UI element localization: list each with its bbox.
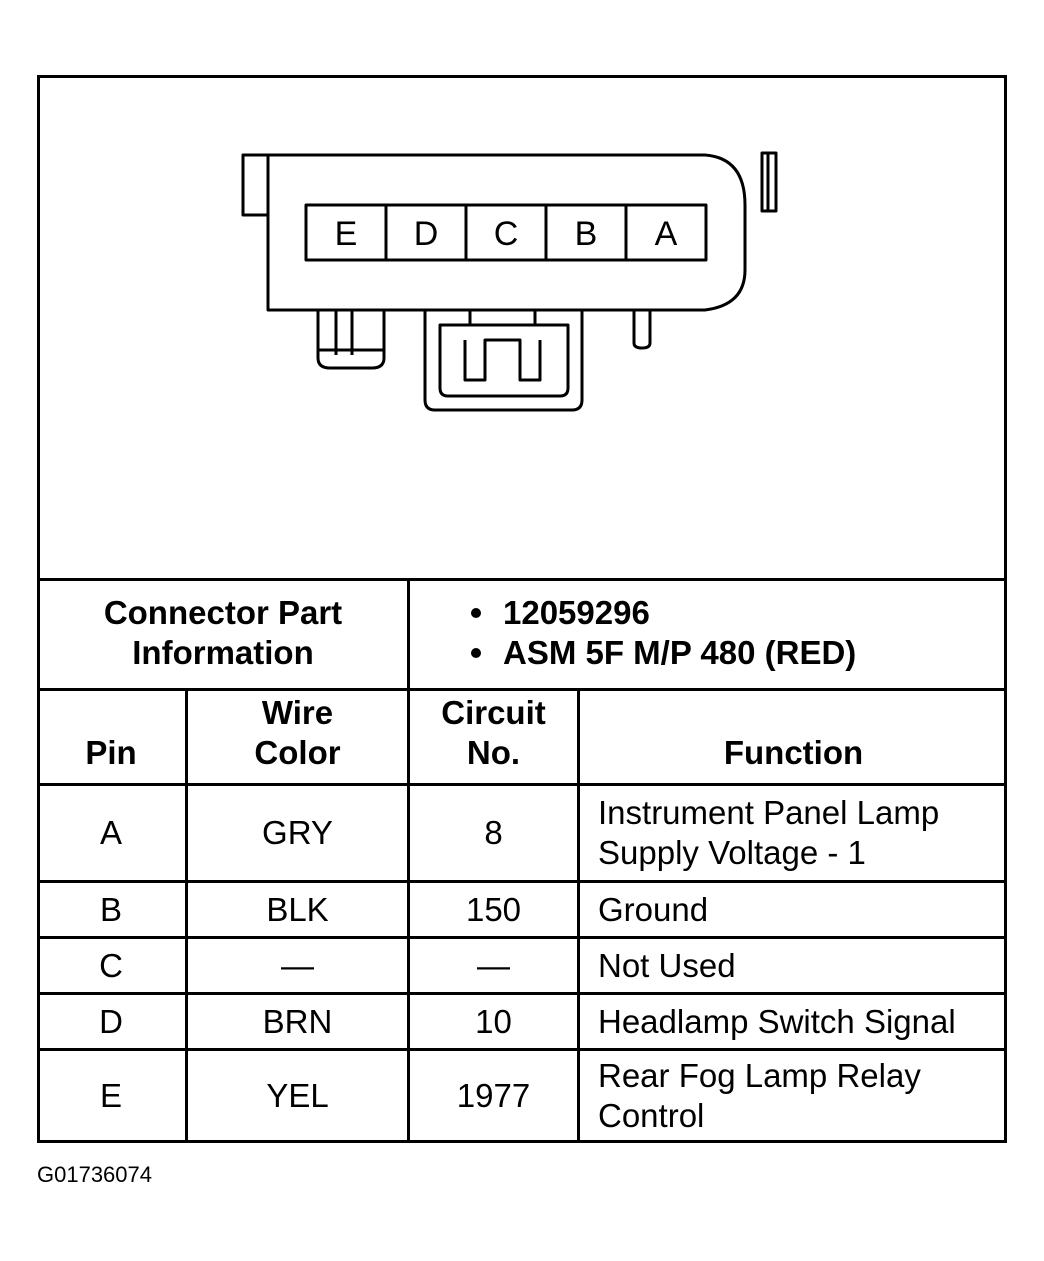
pin-label-c: C: [494, 215, 519, 253]
row-e-circuit: 1977: [456, 1076, 531, 1114]
part-info-section: Connector Part Information 12059296 ASM …: [37, 578, 1007, 688]
row-c-pin: C: [99, 946, 123, 984]
connector-drawing: E D C B A: [241, 151, 778, 412]
diagram-frame: [37, 75, 1007, 1143]
pin-label-d: D: [414, 215, 439, 253]
assembly-line: ASM 5F M/P 480 (RED): [471, 633, 1007, 673]
header-pin: Pin: [85, 734, 137, 771]
row-d-function: Headlamp Switch Signal: [598, 1002, 956, 1040]
pin-cavity-box: [304, 203, 708, 262]
pin-label-e: E: [335, 215, 358, 253]
part-number: 12059296: [503, 594, 650, 631]
connector-body: [266, 153, 747, 312]
connector-left-tab: [241, 153, 270, 217]
pin-label-b: B: [575, 215, 598, 253]
figure-id-caption: G01736074: [37, 1162, 152, 1187]
bullet-icon: [471, 608, 481, 618]
row-d-wire: BRN: [262, 1002, 333, 1040]
row-b-pin: B: [99, 890, 122, 928]
connector-right-post: [632, 310, 652, 350]
row-b-wire: BLK: [266, 890, 329, 928]
connector-left-latch: [316, 310, 386, 370]
row-c-function: Not Used: [598, 946, 736, 984]
row-b-function: Ground: [598, 890, 709, 928]
row-a-circuit: 8: [484, 814, 503, 851]
row-a-wire: GRY: [262, 814, 333, 851]
row-c-wire: —: [281, 946, 314, 984]
bullet-icon: [471, 648, 481, 658]
connector-lock-housing: [423, 310, 584, 412]
part-info-label-line1: Connector Part: [103, 594, 343, 631]
row-e-wire: YEL: [266, 1076, 329, 1114]
row-e-pin: E: [99, 1076, 122, 1114]
part-info-label-line2: Information: [132, 634, 314, 671]
header-function: Function: [723, 734, 864, 771]
part-info-values: 12059296 ASM 5F M/P 480 (RED): [409, 578, 1007, 688]
row-d-circuit: 10: [475, 1002, 512, 1040]
assembly-description: ASM 5F M/P 480 (RED): [503, 634, 857, 671]
pin-label-a: A: [655, 215, 678, 253]
row-c-circuit: —: [477, 946, 510, 984]
row-d-pin: D: [99, 1002, 123, 1040]
row-a-pin: A: [99, 814, 122, 851]
part-info-label: Connector Part Information: [37, 578, 409, 688]
row-b-circuit: 150: [465, 890, 522, 928]
part-number-line: 12059296: [471, 593, 1007, 633]
